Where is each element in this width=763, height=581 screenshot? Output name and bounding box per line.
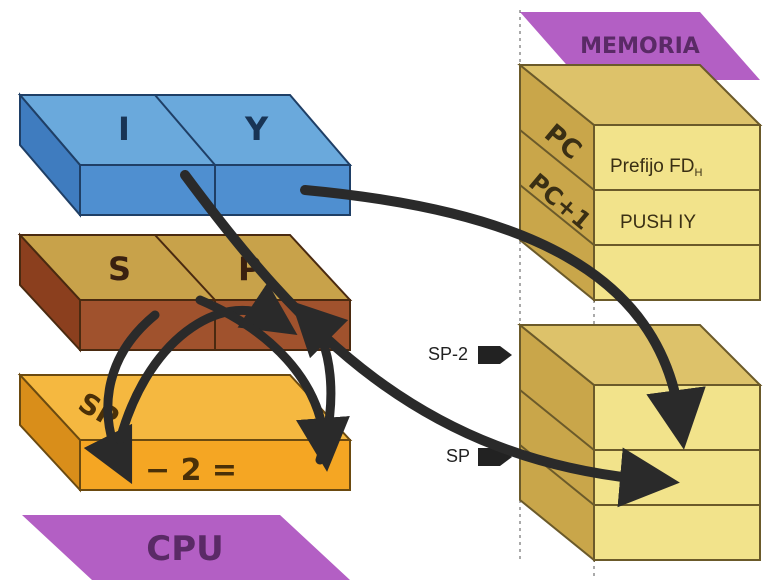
memory-block: MEMORIA PC PC+1 Prefijo FDH PUSH IY: [517, 10, 763, 580]
arrow-sp-loop: [115, 282, 298, 445]
arrow-sp-loop-back: [195, 295, 350, 472]
data-flow-arrows: [83, 170, 706, 508]
cpu-label: CPU: [146, 529, 223, 569]
arrow-iy-to-stack-high: [300, 185, 706, 450]
iy-register-y: Y: [244, 110, 269, 148]
cpu-tag: [22, 515, 350, 580]
memoria-label: MEMORIA: [580, 34, 700, 59]
sp-register-s: S: [108, 250, 131, 288]
iy-register-i: I: [118, 110, 130, 148]
sp-minus-2-pointer: [478, 346, 512, 364]
memoria-tag: [520, 12, 760, 80]
iy-register: I Y: [17, 92, 353, 218]
sp-minus-2-label: SP-2: [428, 344, 468, 364]
adder-unit: SP − 2 =: [17, 372, 353, 493]
memory-prefix-cell: Prefijo FDH: [610, 156, 702, 179]
arrow-sp-to-adder: [83, 310, 160, 485]
arrow-iy-to-stack-low: [180, 170, 680, 508]
adder-op-label: − 2 =: [145, 453, 237, 488]
memory-push-iy-cell: PUSH IY: [620, 212, 696, 233]
sp-label: SP: [446, 446, 470, 466]
